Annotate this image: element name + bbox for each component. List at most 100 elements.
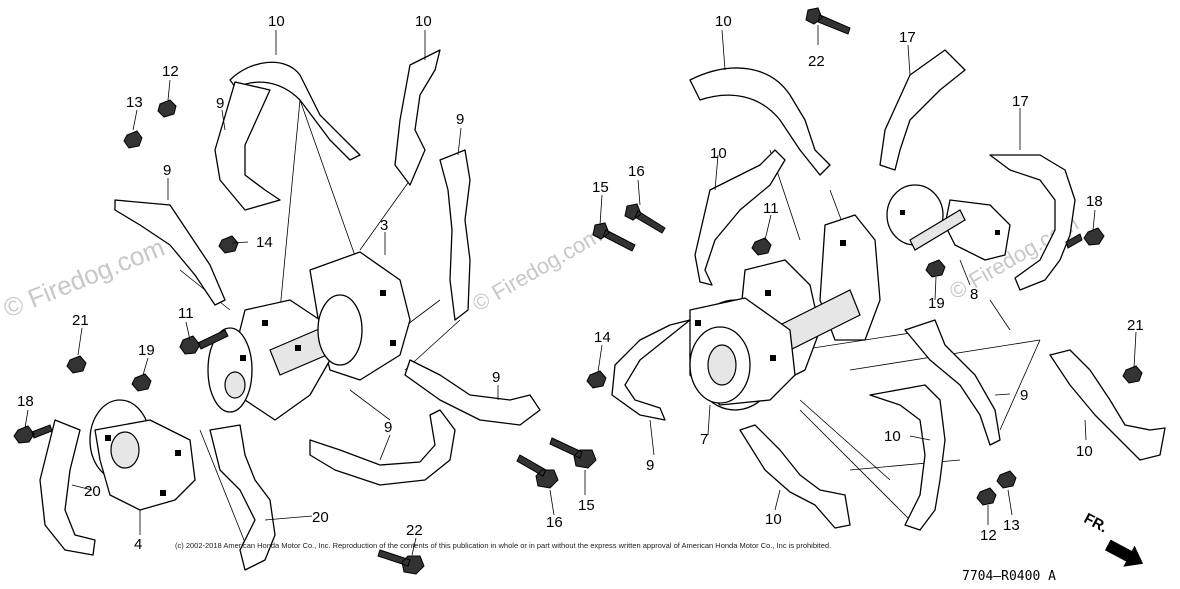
tine-blade-9-left-curved <box>611 319 691 421</box>
tine-blade-9-left <box>114 199 226 306</box>
callout-14: 14 <box>256 234 273 251</box>
callout-11: 11 <box>178 305 194 322</box>
diagram-code: 7704—R0400 A <box>962 569 1056 584</box>
callout-16-bottom: 16 <box>546 514 563 531</box>
callout-21: 21 <box>72 312 89 329</box>
callout-9-left-right: 9 <box>646 457 654 474</box>
callout-15-bottom: 15 <box>578 497 595 514</box>
flange-bolt-hole <box>380 290 386 296</box>
flange-bolt-hole <box>240 355 246 361</box>
nut-13-right-icon <box>996 470 1017 489</box>
right-tine-assembly: 10 22 17 17 10 16 15 11 18 19 8 21 14 9 … <box>516 7 1166 544</box>
hub-7-bore <box>707 344 737 386</box>
flange-4-plate <box>94 419 196 511</box>
callout-12: 12 <box>162 63 179 80</box>
callout-20-right: 20 <box>312 509 329 526</box>
tine-blade-20-left <box>39 419 96 556</box>
tine-blade-10-mid <box>694 149 786 286</box>
flange-bolt-hole <box>390 340 396 346</box>
nut-14-right-icon <box>586 370 607 389</box>
callout-9-right-right: 9 <box>1020 387 1028 404</box>
flange-bolt-hole <box>160 490 166 496</box>
callout-18-right: 18 <box>1086 193 1103 210</box>
bolt-11-right-icon <box>751 237 772 256</box>
callout-9-lower: 9 <box>384 419 392 436</box>
nut-12-right-icon <box>976 487 997 506</box>
callout-4: 4 <box>134 536 142 553</box>
callout-18: 18 <box>17 393 34 410</box>
tine-blade-10-far-right <box>1049 349 1166 461</box>
flange-bolt-hole <box>995 230 1000 235</box>
tine-blade-10-center <box>869 384 946 531</box>
tine-blade-20-right <box>209 424 276 571</box>
callout-10-top: 10 <box>268 13 285 30</box>
callout-12-right: 12 <box>980 527 997 544</box>
callout-10-top-right: 10 <box>715 13 732 30</box>
bolt-16-top-icon <box>624 203 666 234</box>
callout-11-right: 11 <box>763 200 779 217</box>
callout-19: 19 <box>138 342 155 359</box>
bolt-11-icon <box>179 329 229 355</box>
callout-21-right: 21 <box>1127 317 1144 334</box>
flange-4-bore <box>110 431 140 469</box>
callout-15-top: 15 <box>592 179 609 196</box>
nut-21-icon <box>66 355 87 374</box>
front-direction-indicator: FR. <box>1081 510 1144 567</box>
copyright-notice: (c) 2002-2018 American Honda Motor Co., … <box>175 541 831 550</box>
tine-blade-17-top <box>879 49 966 171</box>
nut-12-icon <box>157 99 177 118</box>
left-callout-leaders <box>24 30 499 556</box>
tine-blade-10-bottom <box>739 424 851 529</box>
callout-9-upper: 9 <box>216 95 224 112</box>
front-arrow-icon <box>1104 539 1144 567</box>
callout-22-right: 22 <box>808 53 825 70</box>
nut-19-icon <box>131 373 152 392</box>
tine-blade-10-right <box>394 49 441 186</box>
callout-17-top: 17 <box>899 29 916 46</box>
callout-3: 3 <box>380 217 388 234</box>
callout-13-right: 13 <box>1003 517 1020 534</box>
tine-blade-10-top-right <box>689 67 831 176</box>
callout-13: 13 <box>126 94 143 111</box>
bolt-16-bottom-icon <box>516 454 559 489</box>
callout-10-bottom: 10 <box>765 511 782 528</box>
flange-bolt-hole <box>840 240 846 246</box>
tine-blade-17-right <box>989 154 1076 291</box>
flange-bolt-hole <box>900 210 905 215</box>
callout-16-top: 16 <box>628 163 645 180</box>
callout-10-far-right: 10 <box>1076 443 1093 460</box>
callout-9-lower-right: 9 <box>492 369 500 386</box>
callout-17-right: 17 <box>1012 93 1029 110</box>
callout-10-right: 10 <box>415 13 432 30</box>
front-label: FR. <box>1081 510 1110 536</box>
nut-21-right-icon <box>1122 365 1143 384</box>
bolt-15-top-icon <box>592 222 636 252</box>
callout-14-right: 14 <box>594 329 611 346</box>
hub-center-disc <box>317 294 363 366</box>
left-tine-assembly: 10 10 12 13 9 9 9 14 3 11 21 19 18 9 9 2… <box>13 13 541 575</box>
bolt-18-right-icon <box>1065 227 1105 249</box>
callout-19-right: 19 <box>928 295 945 312</box>
callout-9-right: 9 <box>456 111 464 128</box>
callout-10-center: 10 <box>884 428 901 445</box>
bolt-18-icon <box>13 424 53 444</box>
flange-bolt-hole <box>765 290 771 296</box>
tine-blade-9-right <box>439 149 471 321</box>
callout-7: 7 <box>700 431 708 448</box>
nut-14-icon <box>218 235 239 254</box>
callout-10-mid-right: 10 <box>710 145 727 162</box>
hub-bore <box>224 371 246 399</box>
flange-bolt-hole <box>695 320 701 326</box>
callout-20-left: 20 <box>84 483 101 500</box>
flange-8-plate <box>944 199 1011 261</box>
nut-13-icon <box>123 130 143 149</box>
callout-22-left: 22 <box>406 522 423 539</box>
flange-bolt-hole <box>295 345 301 351</box>
tine-blade-10-top <box>229 61 361 161</box>
bolt-22-right-icon <box>805 7 851 35</box>
flange-bolt-hole <box>262 320 268 326</box>
bolt-22-left-icon <box>377 549 425 575</box>
tine-blade-9-upper-left <box>214 81 281 211</box>
flange-bolt-hole <box>770 355 776 361</box>
